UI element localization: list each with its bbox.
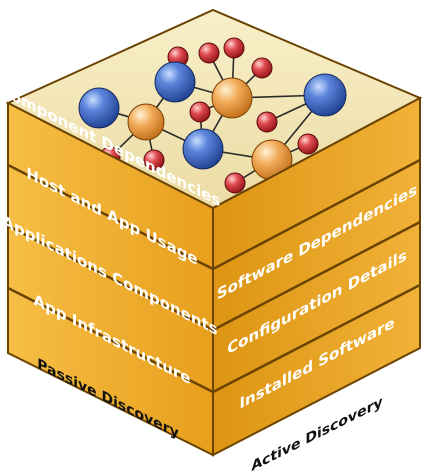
node-blue	[154, 61, 196, 103]
node-red	[256, 111, 278, 133]
node-red	[198, 42, 220, 64]
node-blue	[78, 87, 120, 129]
left-layer-dividers	[7, 163, 214, 394]
right-layer-dividers	[212, 158, 421, 394]
node-blue	[303, 73, 347, 117]
node-red	[189, 101, 211, 123]
node-red	[251, 57, 273, 79]
node-orange	[211, 77, 253, 119]
node-red	[224, 172, 246, 194]
node-red	[223, 37, 245, 59]
node-orange	[127, 103, 165, 141]
node-red	[143, 149, 165, 171]
node-blue	[182, 128, 224, 170]
network-graph	[78, 37, 347, 194]
node-red	[297, 133, 319, 155]
